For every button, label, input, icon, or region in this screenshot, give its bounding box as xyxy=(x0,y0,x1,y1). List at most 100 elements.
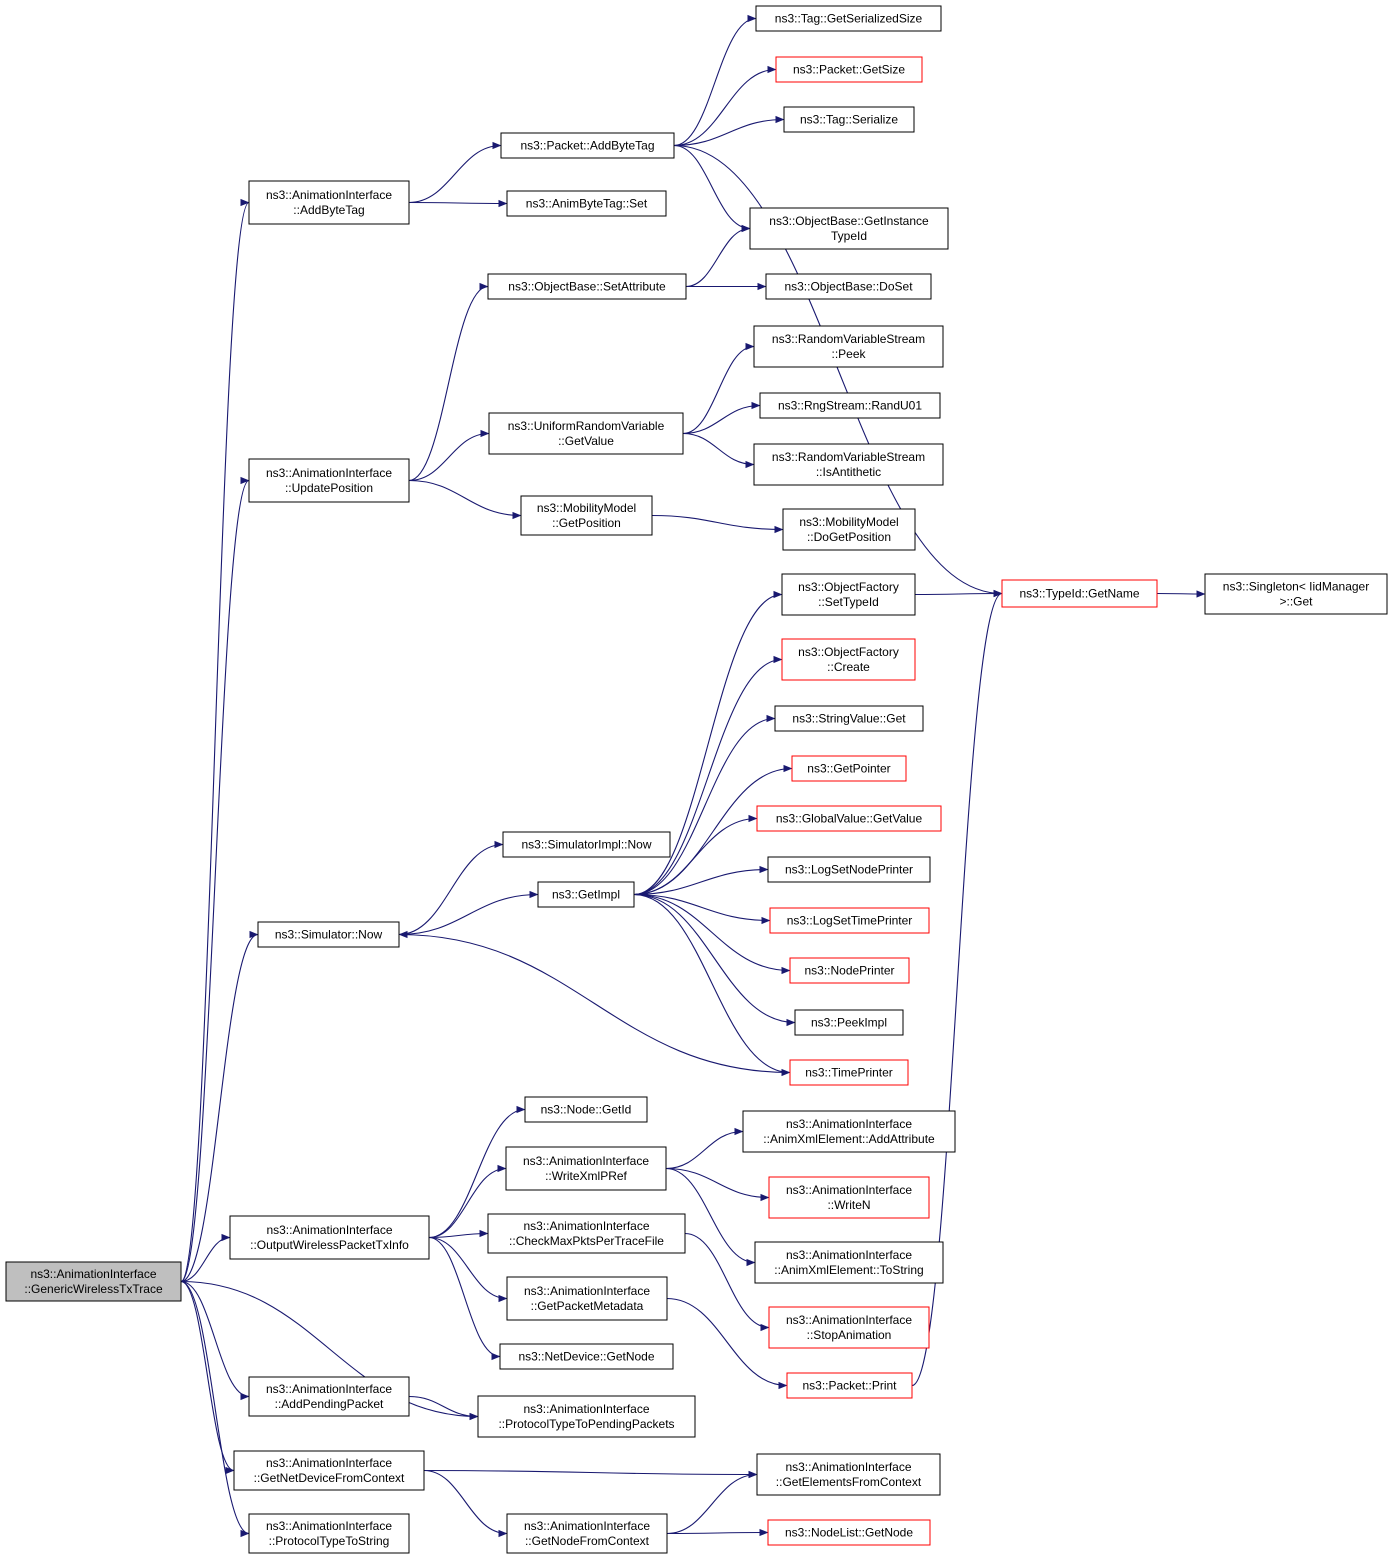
node-getPacketMeta[interactable]: ns3::AnimationInterface::GetPacketMetada… xyxy=(506,1276,668,1321)
node-protoTypeToString[interactable]: ns3::AnimationInterface::ProtocolTypeToS… xyxy=(248,1513,410,1554)
node-addByteTagAI[interactable]: ns3::AnimationInterface::AddByteTag xyxy=(248,180,410,225)
node-updatePosition[interactable]: ns3::AnimationInterface::UpdatePosition xyxy=(248,458,410,503)
node-nodePrinter[interactable]: ns3::NodePrinter xyxy=(789,957,910,984)
node-box xyxy=(499,1343,674,1370)
node-box xyxy=(768,1306,930,1349)
node-label: ns3::AnimationInterface xyxy=(786,1313,912,1327)
node-peekImpl[interactable]: ns3::PeekImpl xyxy=(794,1009,904,1036)
node-netDevGetNode[interactable]: ns3::NetDevice::GetNode xyxy=(499,1343,674,1370)
node-label: ns3::AnimationInterface xyxy=(786,1183,912,1197)
node-label: ns3::Node::GetId xyxy=(541,1103,632,1117)
node-packetGetSize[interactable]: ns3::Packet::GetSize xyxy=(775,56,923,83)
node-objFactCreate[interactable]: ns3::ObjectFactory::Create xyxy=(781,638,916,681)
node-box xyxy=(782,508,916,551)
node-animXmlAddAttr[interactable]: ns3::AnimationInterface::AnimXmlElement:… xyxy=(742,1110,956,1153)
node-label: ::IsAntithetic xyxy=(816,465,881,479)
node-box xyxy=(502,831,671,858)
node-rvsIsAnti[interactable]: ns3::RandomVariableStream::IsAntithetic xyxy=(753,443,944,486)
node-label: ::SetTypeId xyxy=(818,595,879,609)
node-label: ns3::ObjectBase::SetAttribute xyxy=(508,280,666,294)
node-box xyxy=(248,1513,410,1554)
node-animXmlToString[interactable]: ns3::AnimationInterface::AnimXmlElement:… xyxy=(754,1241,944,1284)
node-label: ns3::PeekImpl xyxy=(811,1016,887,1030)
node-getNetDevFromCtx[interactable]: ns3::AnimationInterface::GetNetDeviceFro… xyxy=(233,1450,425,1491)
node-box xyxy=(248,1376,410,1417)
edge-objFactSetTypeId-to-typeIdGetName xyxy=(914,589,1003,598)
node-getNodeFromCtx[interactable]: ns3::AnimationInterface::GetNodeFromCont… xyxy=(506,1513,668,1554)
edge-packetAddByteTag-to-packetGetSize xyxy=(673,65,777,147)
node-addPending[interactable]: ns3::AnimationInterface::AddPendingPacke… xyxy=(248,1376,410,1417)
node-rngRandU01[interactable]: ns3::RngStream::RandU01 xyxy=(759,392,941,419)
node-mobilityGetPos[interactable]: ns3::MobilityModel::GetPosition xyxy=(520,495,653,536)
node-box xyxy=(487,273,687,300)
node-typeIdGetName[interactable]: ns3::TypeId::GetName xyxy=(1001,579,1158,608)
node-writeN[interactable]: ns3::AnimationInterface::WriteN xyxy=(768,1176,930,1219)
node-box xyxy=(765,273,932,300)
edge-packetAddByteTag-to-typeIdGetName xyxy=(673,144,1003,598)
edge-root-to-getNetDevFromCtx xyxy=(180,1280,235,1475)
node-root[interactable]: ns3::AnimationInterface::GenericWireless… xyxy=(5,1261,182,1302)
node-writeXmlPRef[interactable]: ns3::AnimationInterface::WriteXmlPRef xyxy=(505,1146,667,1191)
node-label: ns3::AnimationInterface xyxy=(524,1284,650,1298)
node-label: ns3::StringValue::Get xyxy=(792,712,906,726)
node-label: ns3::AnimationInterface xyxy=(786,1117,912,1131)
edge-mobilityGetPos-to-mobilityDoGetPos xyxy=(651,514,784,534)
edge-packetAddByteTag-to-tagSerialize xyxy=(673,115,785,147)
node-getImpl[interactable]: ns3::GetImpl xyxy=(537,881,635,908)
node-timePrinter[interactable]: ns3::TimePrinter xyxy=(789,1059,909,1086)
node-label: ns3::GlobalValue::GetValue xyxy=(776,812,923,826)
node-getElemFromCtx[interactable]: ns3::AnimationInterface::GetElementsFrom… xyxy=(756,1453,941,1496)
node-label: ns3::GetPointer xyxy=(807,762,890,776)
node-packetPrint[interactable]: ns3::Packet::Print xyxy=(786,1372,913,1399)
node-logSetNodePrinter[interactable]: ns3::LogSetNodePrinter xyxy=(767,856,931,883)
node-singletonGet[interactable]: ns3::Singleton< IidManager>::Get xyxy=(1204,573,1388,615)
node-label: ::OutputWirelessPacketTxInfo xyxy=(250,1238,409,1252)
edge-getImpl-to-globalValueGet xyxy=(633,814,758,896)
node-simImplNow[interactable]: ns3::SimulatorImpl::Now xyxy=(502,831,671,858)
node-label: ns3::Singleton< IidManager xyxy=(1223,580,1369,594)
node-logSetTimePrinter[interactable]: ns3::LogSetTimePrinter xyxy=(769,907,930,934)
node-box xyxy=(789,957,910,984)
node-tagSerialize[interactable]: ns3::Tag::Serialize xyxy=(783,106,915,133)
node-simNow[interactable]: ns3::Simulator::Now xyxy=(257,921,400,948)
node-label: ns3::Tag::Serialize xyxy=(800,113,898,127)
node-mobilityDoGetPos[interactable]: ns3::MobilityModel::DoGetPosition xyxy=(782,508,916,551)
node-label: ::Create xyxy=(827,660,870,674)
node-label: ns3::RandomVariableStream xyxy=(772,450,925,464)
node-label: ns3::ObjectFactory xyxy=(798,645,899,659)
node-packetAddByteTag[interactable]: ns3::Packet::AddByteTag xyxy=(500,132,675,159)
node-nodeListGetNode[interactable]: ns3::NodeList::GetNode xyxy=(767,1519,931,1546)
edge-getNetDevFromCtx-to-getElemFromCtx xyxy=(423,1469,758,1479)
node-label: ns3::LogSetTimePrinter xyxy=(787,914,913,928)
node-getPointer[interactable]: ns3::GetPointer xyxy=(791,755,907,782)
node-animByteTagSet[interactable]: ns3::AnimByteTag::Set xyxy=(506,190,667,217)
node-box xyxy=(233,1450,425,1491)
node-globalValueGet[interactable]: ns3::GlobalValue::GetValue xyxy=(756,805,942,832)
node-label: ns3::TypeId::GetName xyxy=(1019,587,1139,601)
node-label: ns3::ObjectBase::GetInstance xyxy=(769,214,929,228)
node-tagGetSerSize[interactable]: ns3::Tag::GetSerializedSize xyxy=(755,5,942,32)
edge-getImpl-to-logSetNodePrinter xyxy=(633,865,769,896)
node-stringValueGet[interactable]: ns3::StringValue::Get xyxy=(774,705,924,732)
node-objFactSetTypeId[interactable]: ns3::ObjectFactory::SetTypeId xyxy=(781,573,916,616)
node-box xyxy=(756,805,942,832)
node-nodeGetId[interactable]: ns3::Node::GetId xyxy=(524,1096,648,1123)
node-objBaseSetAttr[interactable]: ns3::ObjectBase::SetAttribute xyxy=(487,273,687,300)
node-label: ns3::MobilityModel xyxy=(537,501,636,515)
node-stopAnimation[interactable]: ns3::AnimationInterface::StopAnimation xyxy=(768,1306,930,1349)
node-rvsPeek[interactable]: ns3::RandomVariableStream::Peek xyxy=(753,325,944,368)
node-box xyxy=(749,207,949,250)
node-label: ::DoGetPosition xyxy=(807,530,891,544)
edge-updatePosition-to-objBaseSetAttr xyxy=(408,282,489,482)
node-box xyxy=(781,573,916,616)
node-box xyxy=(248,180,410,225)
node-checkMaxPkts[interactable]: ns3::AnimationInterface::CheckMaxPktsPer… xyxy=(487,1213,686,1254)
node-outputWireless[interactable]: ns3::AnimationInterface::OutputWirelessP… xyxy=(229,1215,430,1260)
node-objBaseDoSet[interactable]: ns3::ObjectBase::DoSet xyxy=(765,273,932,300)
node-label: ns3::RngStream::RandU01 xyxy=(778,399,922,413)
node-label: ::GetNetDeviceFromContext xyxy=(254,1471,405,1485)
node-protoToPending[interactable]: ns3::AnimationInterface::ProtocolTypeToP… xyxy=(477,1395,696,1438)
node-uniformGetValue[interactable]: ns3::UniformRandomVariable::GetValue xyxy=(488,412,684,455)
edge-addByteTagAI-to-animByteTagSet xyxy=(408,199,508,208)
